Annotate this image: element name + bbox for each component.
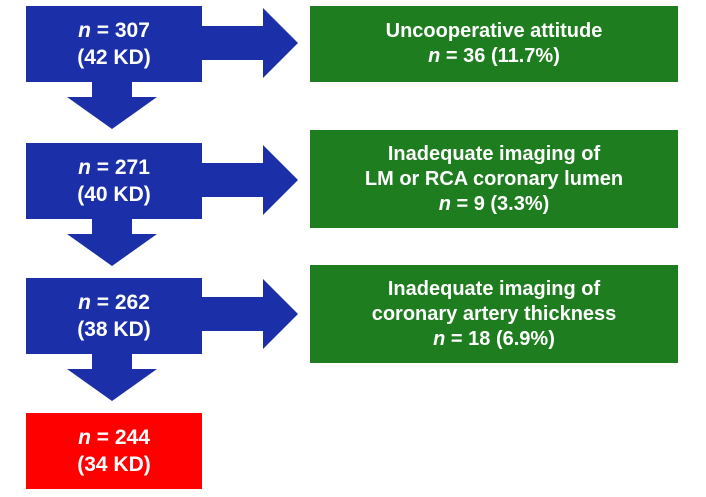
stage-count: = 262 — [96, 291, 150, 314]
down-arrow-1 — [67, 82, 157, 129]
final-box: n = 244 (34 KD) — [26, 413, 202, 489]
n-symbol: n — [433, 327, 446, 350]
stage-count: = 307 — [96, 19, 150, 42]
stage-box-1: n = 307 (42 KD) — [26, 6, 202, 82]
exclusion-count: = 36 (11.7%) — [445, 45, 560, 67]
final-count: = 244 — [96, 426, 150, 449]
exclusion-count: = 9 (3.3%) — [456, 192, 550, 215]
n-symbol: n — [438, 192, 451, 215]
exclusion-reason: LM or RCA coronary lumen — [364, 167, 624, 190]
right-arrow-2 — [202, 145, 298, 215]
exclusion-reason: Uncooperative attitude — [385, 20, 603, 42]
right-arrow-3 — [202, 279, 298, 349]
stage-box-2: n = 271 (40 KD) — [26, 143, 202, 219]
exclusion-reason: Inadequate imaging of — [387, 142, 601, 165]
n-symbol: n — [78, 291, 91, 314]
n-symbol: n — [78, 156, 91, 179]
n-symbol: n — [78, 19, 91, 42]
right-arrow-1 — [202, 8, 298, 78]
exclusion-reason: Inadequate imaging of — [387, 277, 601, 300]
stage-kd: (42 KD) — [77, 46, 151, 69]
stage-kd: (40 KD) — [77, 183, 151, 206]
exclusion-reason: coronary artery thickness — [371, 302, 617, 325]
down-arrow-2 — [67, 219, 157, 266]
exclusion-count: = 18 (6.9%) — [450, 327, 555, 350]
final-kd: (34 KD) — [77, 453, 151, 476]
stage-kd: (38 KD) — [77, 318, 151, 341]
exclusion-box-2: Inadequate imaging of LM or RCA coronary… — [310, 130, 678, 228]
exclusion-box-1: Uncooperative attitude n = 36 (11.7%) — [310, 6, 678, 82]
exclusion-box-3: Inadequate imaging of coronary artery th… — [310, 265, 678, 363]
stage-count: = 271 — [96, 156, 150, 179]
stage-box-3: n = 262 (38 KD) — [26, 278, 202, 354]
n-symbol: n — [78, 426, 91, 449]
n-symbol: n — [428, 45, 441, 67]
down-arrow-3 — [67, 354, 157, 401]
